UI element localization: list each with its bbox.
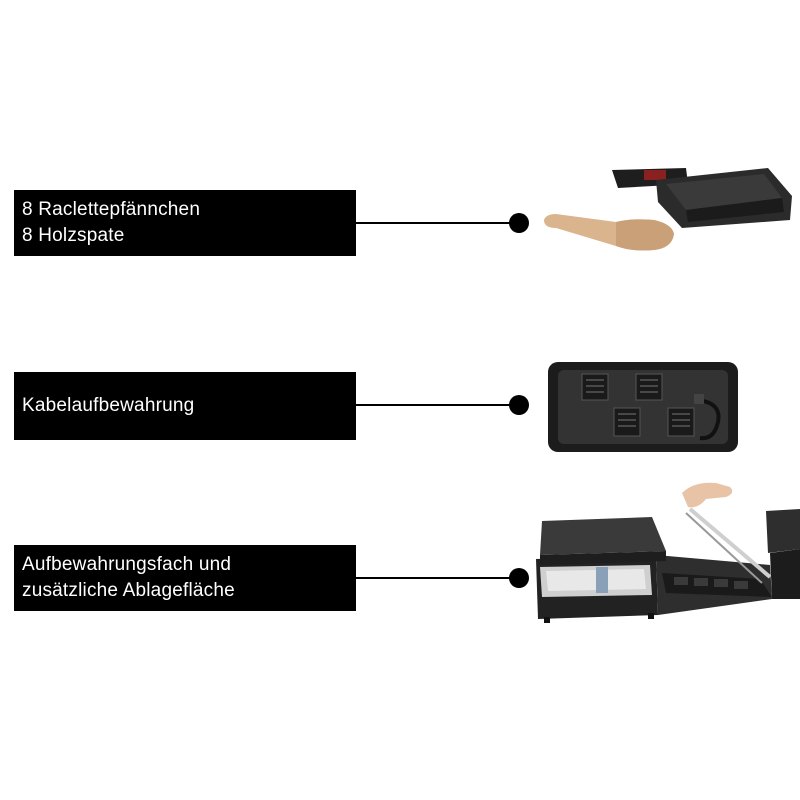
connector-line <box>356 577 518 579</box>
connector-dot <box>509 213 529 233</box>
feature-label-line: zusätzliche Ablagefläche <box>22 580 235 601</box>
feature-label-storage: Aufbewahrungsfach und zusätzliche Ablage… <box>14 545 356 611</box>
feature-row-pans: 8 Raclettepfännchen 8 Holzspate <box>0 168 800 260</box>
feature-label-cable: Kabelaufbewahrung <box>14 372 356 440</box>
feature-label-line: 8 Raclettepfännchen <box>22 199 201 220</box>
feature-label-line: Kabelaufbewahrung <box>22 395 195 416</box>
storage-drawer-image <box>536 482 800 623</box>
connector-line <box>356 404 518 406</box>
feature-label-line: Aufbewahrungsfach und <box>22 554 232 575</box>
raclette-pan-image <box>544 168 792 251</box>
feature-row-cable: Kabelaufbewahrung <box>0 362 800 452</box>
feature-label-line: 8 Holzspate <box>22 225 125 246</box>
connector-dot <box>509 568 529 588</box>
connector-dot <box>509 395 529 415</box>
cable-storage-image <box>548 362 738 452</box>
feature-label-pans: 8 Raclettepfännchen 8 Holzspate <box>14 190 356 256</box>
feature-row-storage: Aufbewahrungsfach und zusätzliche Ablage… <box>0 482 800 623</box>
connector-line <box>356 222 518 224</box>
